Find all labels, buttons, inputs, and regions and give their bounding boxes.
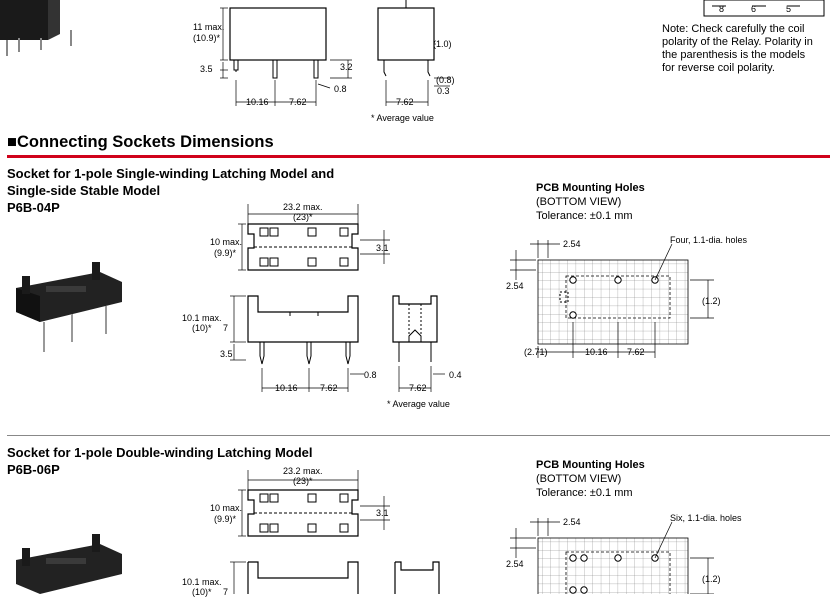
relay-pin-diagram xyxy=(703,0,825,17)
s1-holes-1-2: (1.2) xyxy=(702,296,721,306)
s1-side-7-62: 7.62 xyxy=(409,383,427,393)
s2-holes-2-54-top: 2.54 xyxy=(563,517,581,527)
relay-photo xyxy=(0,0,72,56)
s2-model: P6B-06P xyxy=(7,462,60,477)
s2-front-height-avg: (10)* xyxy=(192,587,212,597)
s1-pcb-grid xyxy=(510,240,714,358)
s1-title-line-1: Socket for 1-pole Single-winding Latchin… xyxy=(7,166,335,181)
s2-height-max: 10 max. xyxy=(210,503,243,513)
s2-holes-label: Six, 1.1-dia. holes xyxy=(670,513,742,523)
s1-top-view xyxy=(238,204,390,271)
polarity-note-line-3: the parenthesis is the models xyxy=(662,49,806,61)
s1-side-0-4: 0.4 xyxy=(449,370,462,380)
s2-width-max: 23.2 max. xyxy=(283,466,323,476)
s1-holes-2-54-top: 2.54 xyxy=(563,239,581,249)
s1-socket-photo xyxy=(16,262,122,352)
relay-dim-3-5: 3.5 xyxy=(200,64,213,74)
s2-top-view xyxy=(238,470,390,537)
section-heading: ■Connecting Sockets Dimensions xyxy=(7,133,274,152)
s2-front-view xyxy=(230,561,440,594)
relay-pitch-1: 10.16 xyxy=(246,97,269,107)
pin-label-5: 5 xyxy=(786,4,792,14)
pin-label-6: 6 xyxy=(751,4,757,14)
s2-holes-tolerance: Tolerance: ±0.1 mm xyxy=(536,487,633,499)
s1-pitch-1: 10.16 xyxy=(275,383,298,393)
s1-pitch-2: 7.62 xyxy=(320,383,338,393)
relay-side-7-62: 7.62 xyxy=(396,97,414,107)
relay-side-0-8: (0.8) xyxy=(436,75,455,85)
relay-dim-0-8: 0.8 xyxy=(334,84,347,94)
s1-dim-3-1: 3.1 xyxy=(376,243,389,253)
section-divider xyxy=(7,155,830,158)
relay-side-1-0: (1.0) xyxy=(433,39,452,49)
s1-height-max: 10 max. xyxy=(210,237,243,247)
relay-side-view xyxy=(377,0,450,106)
s1-holes-view: (BOTTOM VIEW) xyxy=(536,196,622,208)
s1-holes-10-16: 10.16 xyxy=(585,347,608,357)
relay-avg-note: * Average value xyxy=(371,113,434,123)
s2-dim-7: 7 xyxy=(223,587,229,597)
s1-side-view xyxy=(392,295,445,392)
s1-title-line-2: Single-side Stable Model xyxy=(7,183,161,198)
polarity-note-line-1: Note: Check carefully the coil xyxy=(662,23,805,35)
s1-holes-2-54-left: 2.54 xyxy=(506,281,524,291)
s1-holes-7-62: 7.62 xyxy=(627,347,645,357)
s1-dim-3-5: 3.5 xyxy=(220,349,233,359)
relay-front-view xyxy=(220,7,352,106)
s1-holes-title: PCB Mounting Holes xyxy=(536,182,645,194)
s1-height-avg: (9.9)* xyxy=(214,248,237,258)
s2-holes-2-54-left: 2.54 xyxy=(506,559,524,569)
polarity-note-line-2: polarity of the Relay. Polarity in xyxy=(662,36,813,48)
s2-width-avg: (23)* xyxy=(293,476,313,486)
pin-label-8: 8 xyxy=(719,4,725,14)
s1-holes-label: Four, 1.1-dia. holes xyxy=(670,235,748,245)
s2-socket-photo xyxy=(16,534,122,594)
s1-front-height-max: 10.1 max. xyxy=(182,313,222,323)
s2-height-avg: (9.9)* xyxy=(214,514,237,524)
s2-holes-view: (BOTTOM VIEW) xyxy=(536,473,622,485)
s2-front-height-max: 10.1 max. xyxy=(182,577,222,587)
relay-dim-3-2: 3.2 xyxy=(340,62,353,72)
s1-width-max: 23.2 max. xyxy=(283,202,323,212)
s1-dim-7: 7 xyxy=(223,323,229,333)
socket-divider xyxy=(7,435,830,436)
relay-height-max: 11 max. xyxy=(193,22,225,32)
s2-holes-title: PCB Mounting Holes xyxy=(536,459,645,471)
s1-holes-2-71: (2.71) xyxy=(524,347,548,357)
s1-dim-0-8: 0.8 xyxy=(364,370,377,380)
s1-front-view xyxy=(230,295,364,392)
relay-side-0-3: 0.3 xyxy=(437,86,450,96)
s2-holes-1-2: (1.2) xyxy=(702,574,721,584)
s2-dim-3-1: 3.1 xyxy=(376,508,389,518)
s2-title-line-1: Socket for 1-pole Double-winding Latchin… xyxy=(7,445,313,460)
polarity-note-line-4: for reverse coil polarity. xyxy=(662,62,775,74)
s1-model: P6B-04P xyxy=(7,200,60,215)
s1-width-avg: (23)* xyxy=(293,212,313,222)
s1-avg-note: * Average value xyxy=(387,399,450,409)
s2-pcb-grid xyxy=(510,518,714,594)
s1-front-height-avg: (10)* xyxy=(192,323,212,333)
section-marker: ■ xyxy=(7,133,17,151)
section-title: Connecting Sockets Dimensions xyxy=(16,133,274,151)
relay-height-avg: (10.9)* xyxy=(193,33,221,43)
relay-pitch-2: 7.62 xyxy=(289,97,307,107)
s1-holes-tolerance: Tolerance: ±0.1 mm xyxy=(536,210,633,222)
